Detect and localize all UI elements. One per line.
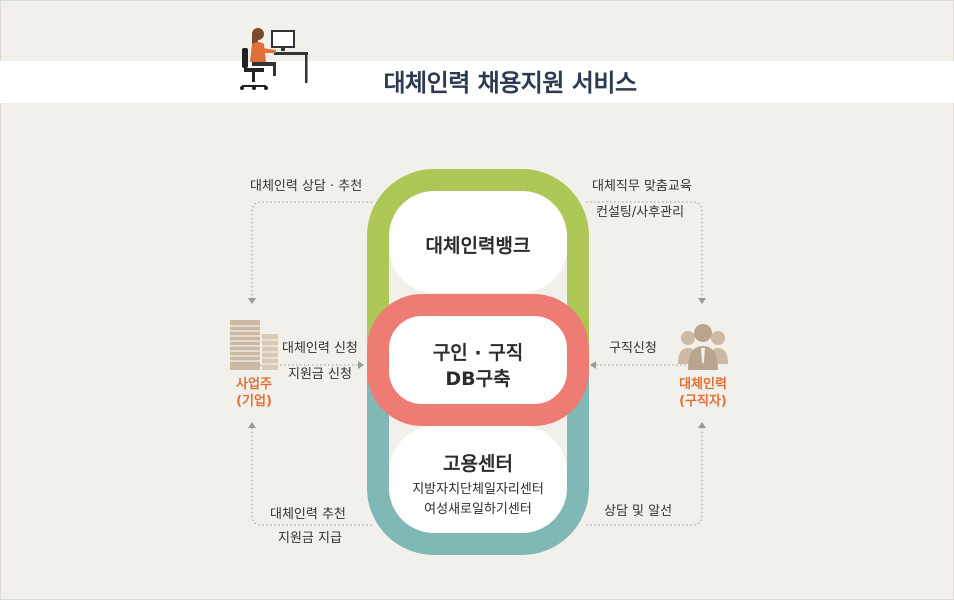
connector-top-left (251, 201, 372, 298)
ring-middle-red (367, 294, 589, 426)
employer-label-1: 사업주 (236, 377, 272, 392)
circle-label-bottom-sub-2: 여성새로일하기센터 (424, 502, 532, 517)
arrow-bottom-left (248, 422, 256, 428)
people-group-icon (678, 324, 728, 370)
jobseeker-label-2: (구직자) (679, 394, 727, 409)
arrow-mid-right (590, 361, 596, 369)
label-bottom-right: 상담 및 알선 (604, 504, 673, 519)
circle-label-bottom-sub-1: 지방자치단체일자리센터 (412, 482, 544, 497)
label-top-right-1: 대체직무 맞춤교육 (592, 179, 692, 194)
person-at-desk-icon (240, 28, 308, 90)
arrow-top-left (248, 298, 256, 304)
page-title: 대체인력 채용지원 서비스 (383, 69, 637, 97)
circle-label-top: 대체인력뱅크 (425, 235, 531, 257)
jobseeker-label-1: 대체인력 (679, 377, 727, 392)
label-bottom-left-2: 지원금 지급 (278, 531, 342, 546)
label-top-left: 대체인력 상담 · 추천 (250, 179, 363, 194)
label-top-right-2: 컨설팅/사후관리 (596, 205, 685, 220)
employer-label-2: (기업) (236, 394, 272, 409)
arrow-mid-left (358, 361, 364, 369)
arrow-top-right (698, 298, 706, 304)
building-icon (230, 320, 278, 370)
circle-label-middle-1: 구인 · 구직 (432, 342, 524, 364)
label-mid-right: 구직신청 (609, 341, 657, 356)
label-bottom-left-1: 대체인력 추천 (270, 507, 346, 522)
circle-label-middle-2: DB구축 (445, 368, 511, 390)
label-mid-left-1: 대체인력 신청 (282, 341, 358, 356)
label-mid-left-2: 지원금 신청 (288, 367, 352, 382)
title-band (0, 61, 954, 103)
arrow-bottom-right (698, 422, 706, 428)
circle-label-bottom: 고용센터 (443, 453, 513, 475)
